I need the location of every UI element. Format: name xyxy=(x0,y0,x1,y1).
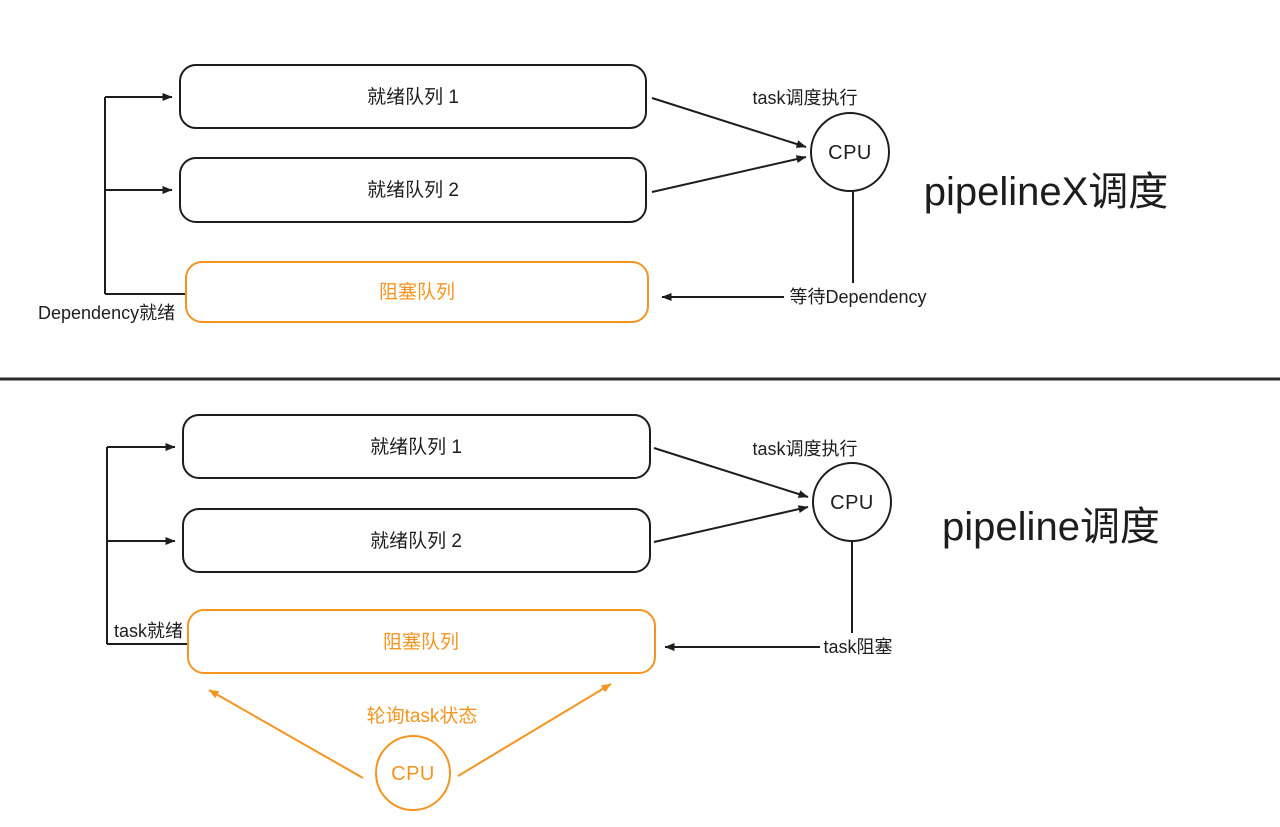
ready-queue-1-label: 就绪队列 1 xyxy=(370,436,462,458)
task-ready-label: task就绪 xyxy=(114,621,183,641)
blocked-queue-box xyxy=(187,609,656,674)
ready-queue-1-box xyxy=(182,414,651,479)
pipelinex-title: pipelineX调度 xyxy=(924,170,1169,214)
pipelinex-section: 就绪队列 1 就绪队列 2 阻塞队列 task调度执行 CPU 等待Depend… xyxy=(38,64,1169,323)
ready-queue-2-label: 就绪队列 2 xyxy=(370,530,462,552)
ready-queue-1-box xyxy=(179,64,647,129)
wait-dependency-label: 等待Dependency xyxy=(789,287,926,307)
ready-queue-2-label: 就绪队列 2 xyxy=(367,179,459,201)
poll-cpu-node xyxy=(375,735,451,811)
queue1-to-cpu-arrow xyxy=(653,447,809,498)
cpu-node-label: CPU xyxy=(828,142,872,164)
task-blocked-label: task阻塞 xyxy=(823,637,892,657)
pipeline-section: 就绪队列 1 就绪队列 2 阻塞队列 task调度执行 CPU task阻塞 t… xyxy=(106,414,1160,811)
ready-queue-2-box xyxy=(182,508,651,573)
task-schedule-label: task调度执行 xyxy=(752,439,857,459)
task-schedule-label: task调度执行 xyxy=(752,88,857,108)
blocked-queue-label: 阻塞队列 xyxy=(379,281,455,303)
ready-queue-2-box xyxy=(179,157,647,223)
poll-task-status-label: 轮询task状态 xyxy=(367,705,478,727)
pipeline-title: pipeline调度 xyxy=(942,505,1160,549)
queue2-to-cpu-arrow xyxy=(651,155,807,193)
ready-queue-1-label: 就绪队列 1 xyxy=(367,86,459,108)
poll-cpu-label: CPU xyxy=(391,763,435,785)
blocked-queue-box xyxy=(185,261,649,323)
blocked-queue-label: 阻塞队列 xyxy=(383,631,459,653)
queue1-to-cpu-arrow xyxy=(651,97,807,148)
dependency-ready-label: Dependency就绪 xyxy=(38,303,175,323)
poll-right-arrow xyxy=(457,683,612,777)
cpu-node-label: CPU xyxy=(830,492,874,514)
poll-left-arrow xyxy=(208,689,364,779)
queue2-to-cpu-arrow xyxy=(653,505,809,543)
cpu-node xyxy=(810,112,890,192)
